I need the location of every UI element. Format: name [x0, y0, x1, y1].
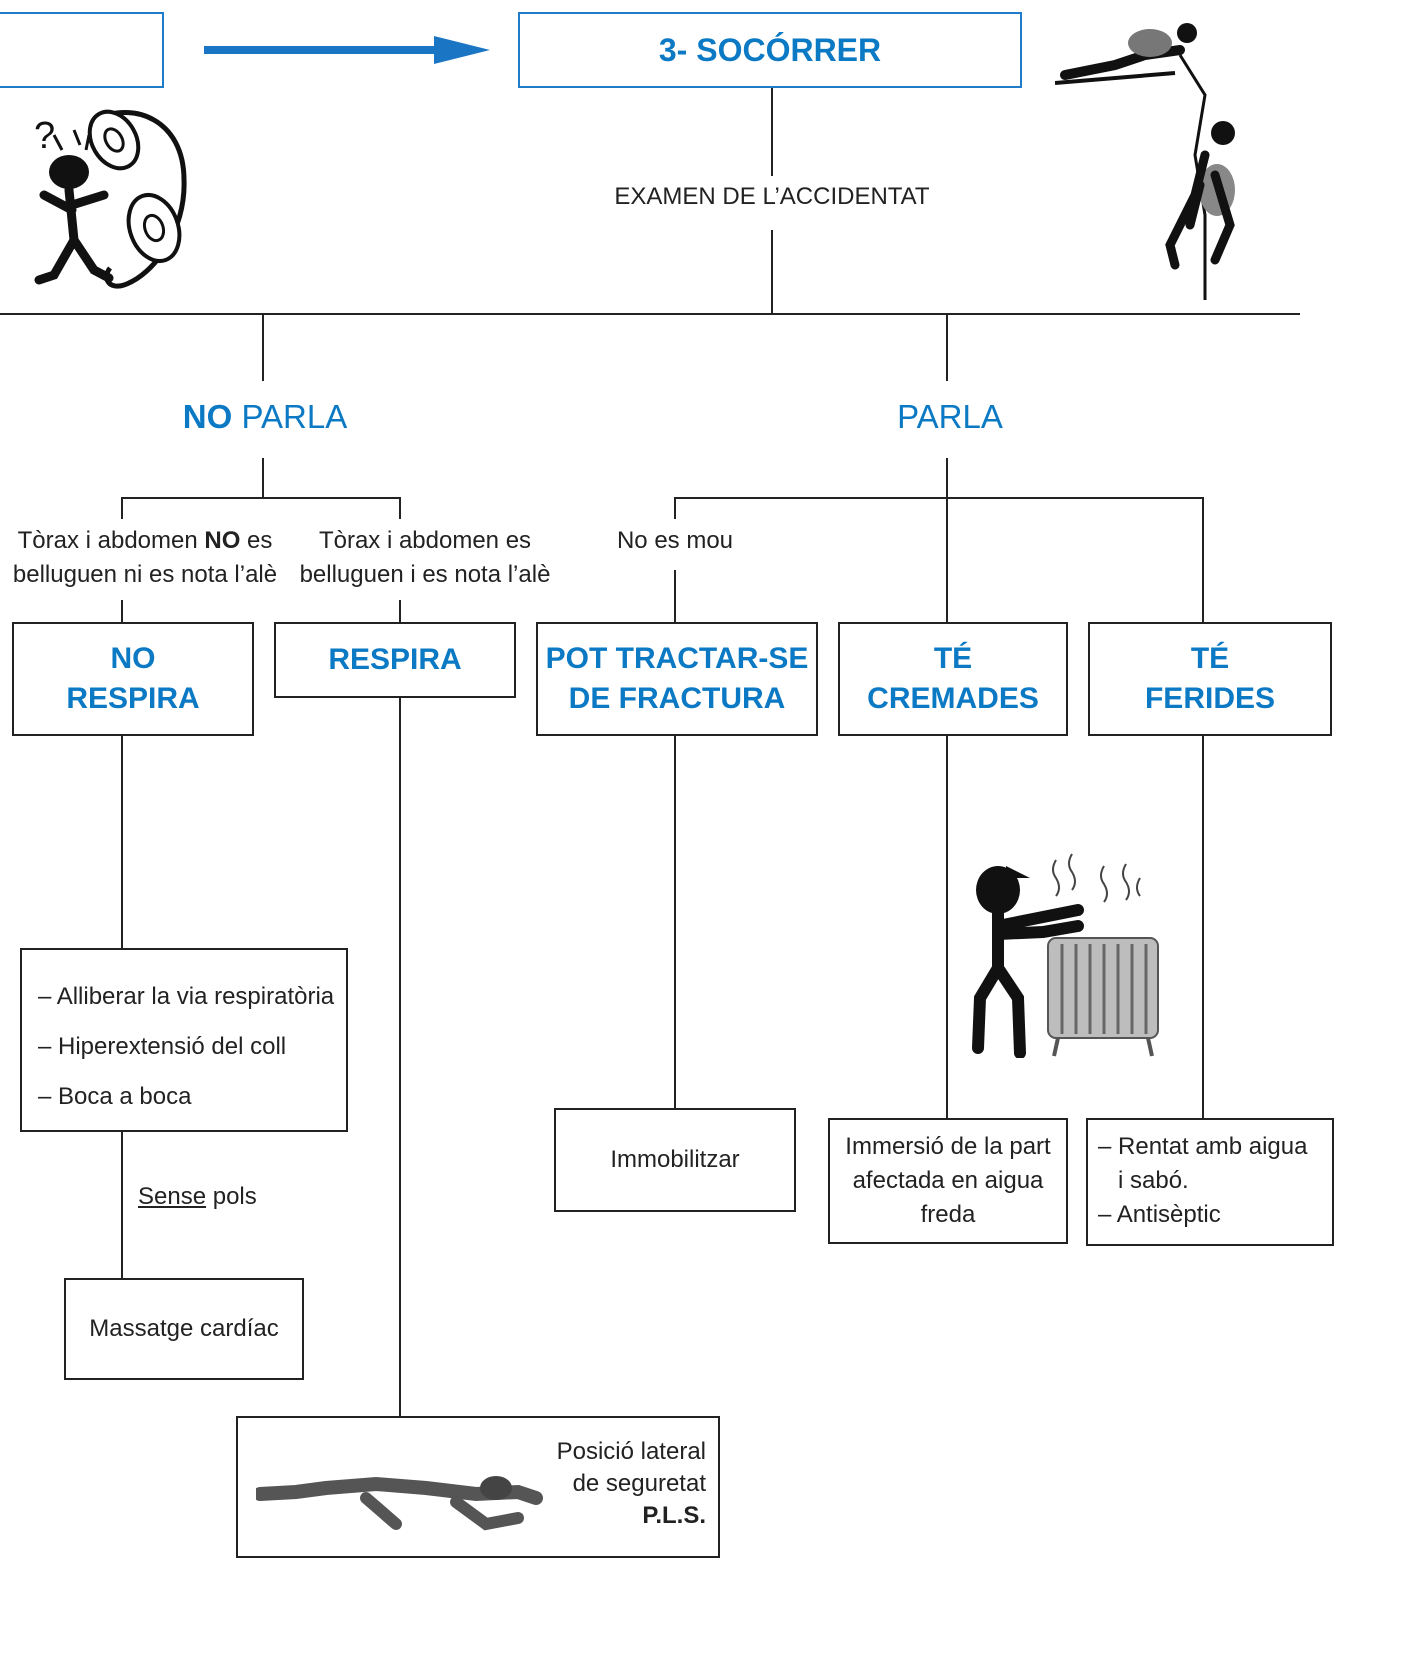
cond-text: belluguen i es nota l’alè [299, 561, 551, 588]
lateral-position-figure-icon [256, 1476, 543, 1531]
fractura-box: POT TRACTAR-SE DE FRACTURA [536, 622, 818, 736]
previous-step-box [0, 12, 164, 88]
action-item: Immersió de la part [845, 1133, 1051, 1160]
action-item: – Boca a boca [38, 1083, 192, 1110]
respira-box: RESPIRA [274, 622, 516, 698]
no-respira-box: NO RESPIRA [12, 622, 254, 736]
cond-text: Tòrax i abdomen [17, 527, 205, 554]
immobilitzar-box: Immobilitzar [554, 1108, 796, 1212]
massatge-box: Massatge cardíac [64, 1278, 304, 1380]
condition-no-breath: Tòrax i abdomen NO es belluguen ni es no… [0, 524, 290, 592]
action-item: – Rentat amb aigua [1098, 1133, 1308, 1160]
action-item: freda [920, 1201, 976, 1228]
action-item: Massatge cardíac [89, 1315, 279, 1342]
arrow-right-icon [204, 36, 490, 64]
sense-text: Sense [138, 1183, 207, 1210]
state-label: RESPIRA [66, 682, 200, 715]
action-item: P.L.S. [642, 1502, 706, 1529]
rescue-climbers-icon [1055, 23, 1235, 300]
sense-pols-label: Sense pols [138, 1180, 298, 1214]
state-label: CREMADES [867, 682, 1039, 715]
action-item: de seguretat [572, 1470, 706, 1497]
state-label: POT TRACTAR-SE [545, 642, 809, 675]
svg-text:?: ? [34, 115, 55, 157]
cond-text: es [240, 527, 273, 554]
parla-label: PARLA [897, 398, 1003, 435]
no-parla-bold: NO [182, 398, 233, 435]
state-label: RESPIRA [328, 643, 462, 676]
step-title-box: 3- SOCÓRRER [518, 12, 1022, 88]
ferides-box: TÉ FERIDES [1088, 622, 1332, 736]
state-label: NO [110, 642, 156, 675]
ferides-action-box: – Rentat amb aigua i sabó. – Antisèptic [1086, 1118, 1334, 1246]
action-item: – Hiperextensió del coll [38, 1033, 287, 1060]
action-item: Immobilitzar [610, 1146, 740, 1173]
radiator-burn-icon [972, 853, 1159, 1058]
phone-call-icon: ? [34, 109, 187, 289]
cond-text: belluguen ni es nota l’alè [12, 561, 278, 588]
step-title: 3- SOCÓRRER [658, 32, 882, 68]
action-item: Posició lateral [556, 1438, 706, 1465]
cremades-box: TÉ CREMADES [838, 622, 1068, 736]
action-item: – Alliberar la via respiratòria [38, 983, 335, 1010]
cremades-action-box: Immersió de la part afectada en aigua fr… [828, 1118, 1068, 1244]
action-item: i sabó. [1098, 1167, 1189, 1194]
exam-label: EXAMEN DE L’ACCIDENTAT [614, 183, 930, 210]
pls-box: Posició lateral de seguretat P.L.S. [236, 1416, 720, 1558]
state-label: TÉ [1190, 642, 1230, 675]
state-label: TÉ [933, 642, 973, 675]
branch-parla: PARLA [860, 394, 1040, 440]
state-label: DE FRACTURA [568, 682, 786, 715]
state-label: FERIDES [1144, 682, 1276, 715]
condition-no-es-mou: No es mou [616, 527, 734, 554]
no-parla-rest: PARLA [232, 398, 348, 435]
condition-breath: Tòrax i abdomen es belluguen i es nota l… [285, 524, 565, 592]
action-item: afectada en aigua [852, 1167, 1044, 1194]
cond-text: Tòrax i abdomen es [318, 527, 532, 554]
action-item: – Antisèptic [1098, 1201, 1221, 1228]
cond-bold: NO [204, 527, 241, 554]
branch-no-parla: NO PARLA [130, 394, 400, 440]
rcp-actions-box: – Alliberar la via respiratòria – Hipere… [20, 948, 348, 1132]
pols-text: pols [206, 1183, 257, 1210]
